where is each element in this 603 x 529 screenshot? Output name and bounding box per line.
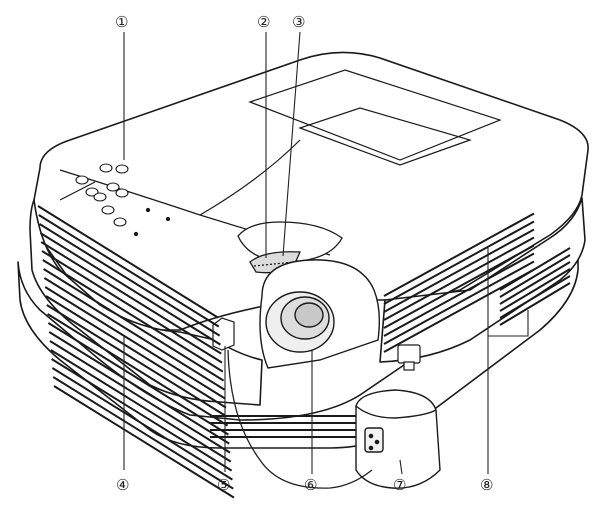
callout-4: ④: [116, 476, 129, 494]
vent-slat: [40, 241, 222, 355]
vent-slat: [383, 212, 535, 297]
vent-slat: [53, 385, 235, 499]
vent-slat: [45, 295, 227, 409]
control-panel-buttons: [75, 163, 171, 237]
vent-slat: [499, 254, 571, 298]
vent-slat: [42, 259, 224, 373]
vent-slat: [383, 236, 535, 321]
vent-slat: [383, 268, 535, 353]
vent-slat: [49, 340, 231, 454]
callout-7: ⑦: [393, 476, 406, 494]
vent-slat: [44, 286, 226, 400]
vent-slat: [47, 313, 229, 427]
callout-8: ⑧: [480, 476, 493, 494]
vent-slat: [383, 260, 535, 345]
lens-cap-strap: [227, 349, 373, 489]
vent-slat: [51, 367, 233, 481]
vent-slat: [383, 228, 535, 313]
callout-2: ②: [257, 13, 270, 31]
vent-slat: [50, 349, 232, 463]
callout-5: ⑤: [217, 476, 230, 494]
leader-lines: [123, 31, 529, 475]
vent-slat: [383, 220, 535, 305]
callout-6: ⑥: [304, 476, 317, 494]
vent-slat: [46, 304, 228, 418]
vent-slat: [383, 252, 535, 337]
vent-grille-right: [383, 212, 535, 353]
vent-slat: [39, 232, 221, 346]
vent-slat: [51, 358, 233, 472]
vent-slat: [48, 331, 230, 445]
vent-slat: [499, 268, 571, 312]
vent-slat: [38, 214, 220, 328]
vent-slat: [499, 282, 571, 326]
vent-slat: [499, 261, 571, 305]
vent-slat: [52, 376, 234, 490]
callout-3: ③: [292, 13, 305, 31]
vent-slat: [41, 250, 223, 364]
vent-grille-left: [37, 205, 235, 499]
vent-slat: [383, 244, 535, 329]
vent-slat: [39, 223, 221, 337]
vent-slat: [37, 205, 219, 319]
vent-slat: [47, 322, 229, 436]
lens-cap: [355, 389, 441, 489]
vent-slat: [499, 247, 571, 291]
vent-slat: [499, 275, 571, 319]
vent-slat: [43, 277, 225, 391]
lens: [259, 259, 381, 369]
vent-slat: [43, 268, 225, 382]
callout-1: ①: [115, 13, 128, 31]
vent-grille-bottom: [210, 247, 571, 438]
foot-adjuster: [397, 344, 421, 371]
